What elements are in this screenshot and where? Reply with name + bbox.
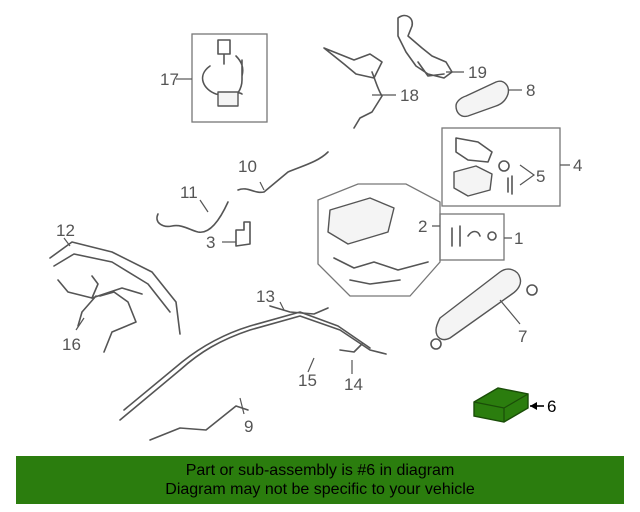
part-6-edges: [473, 393, 529, 422]
leader-10: [259, 181, 265, 191]
part-19-group: 19: [397, 14, 487, 82]
callout-16: 16: [62, 335, 81, 354]
callout-7: 7: [518, 327, 527, 346]
callout-2: 2: [418, 217, 427, 236]
part-18-group: 18: [323, 47, 419, 129]
callout-13: 13: [256, 287, 275, 306]
part-16-group: 16: [62, 275, 137, 354]
callout-10: 10: [238, 157, 257, 176]
part-14-line: [339, 343, 363, 353]
callout-4: 4: [573, 156, 582, 175]
part-17-box: [191, 33, 268, 123]
part-8-group: 8: [455, 80, 535, 118]
callout-3: 3: [206, 233, 215, 252]
leader-12: [63, 237, 71, 247]
banner-line-1: Part or sub-assembly is #6 in diagram: [185, 462, 455, 479]
part-4-bracket: [455, 137, 493, 163]
part-7-reservoir: [435, 268, 522, 341]
part-5-nut: [498, 160, 510, 172]
callout-19: 19: [468, 63, 487, 82]
callout-9: 9: [244, 417, 253, 436]
leader-16: [75, 317, 85, 331]
part-7-group: 7: [430, 268, 538, 350]
part-1-bracket: [333, 257, 429, 285]
callout-15: 15: [298, 371, 317, 390]
part-4-valve-block: [453, 165, 493, 197]
part-10-line: [237, 151, 329, 194]
part-18-sensor: [323, 47, 383, 129]
part-5-bolt: [507, 175, 513, 195]
callout-5: 5: [536, 167, 545, 186]
part-7-fitting: [526, 284, 538, 296]
part-2-box: [439, 213, 505, 261]
leader-7: [499, 299, 521, 325]
part-6-group: 6: [473, 387, 556, 423]
part-4-box: [441, 127, 561, 207]
part-4-group: 5 4: [441, 127, 582, 207]
part-19-sensor: [397, 14, 453, 79]
callout-12: 12: [56, 221, 75, 240]
leader-1-2: [432, 225, 512, 239]
part-15-lines: [119, 315, 387, 421]
part-17-connector: [217, 91, 239, 107]
callout-8: 8: [526, 81, 535, 100]
part-9-line: [149, 405, 249, 441]
part-2-grommet: [487, 231, 497, 241]
part-15-lines-b: [123, 311, 371, 411]
banner-line-2: Diagram may not be specific to your vehi…: [165, 481, 475, 498]
part-12-lines: [49, 241, 181, 335]
callout-17: 17: [160, 70, 179, 89]
part-11-line: [156, 201, 229, 233]
callout-11: 11: [180, 183, 198, 202]
part-3-bracket: [235, 221, 251, 247]
part-10-group: 10: [237, 151, 329, 194]
callout-6[interactable]: 6: [547, 397, 556, 416]
callout-1: 1: [514, 229, 523, 248]
leaders-bundle: [239, 301, 353, 415]
part-2-isolators: [451, 225, 481, 247]
leader-5-4: [519, 164, 570, 186]
part-bundle-group: 13 15 14 9: [119, 287, 387, 441]
part-6-control-module[interactable]: [473, 387, 529, 423]
highlight-banner: Part or sub-assembly is #6 in diagram Di…: [16, 456, 624, 504]
part-8-filter: [455, 80, 510, 118]
part-11-group: 11: [156, 183, 229, 233]
part-13-line: [269, 305, 329, 315]
leader-11: [199, 199, 209, 213]
part-16-line: [91, 275, 137, 353]
arrow-6-icon: [530, 402, 537, 410]
callout-14: 14: [344, 375, 363, 394]
part-17-sensor: [201, 39, 244, 103]
part-3-group: 3: [206, 221, 251, 252]
part-1-group: 1 2: [317, 183, 523, 297]
part-1-outline: [317, 183, 441, 297]
parts-diagram: 17 18 19 8 5 4 10 11: [49, 14, 582, 441]
part-12-group: 12: [49, 221, 181, 335]
part-17-group: 17: [160, 33, 268, 123]
part-1-compressor: [327, 197, 395, 245]
part-7-fitting-b: [430, 338, 442, 350]
callout-18: 18: [400, 86, 419, 105]
